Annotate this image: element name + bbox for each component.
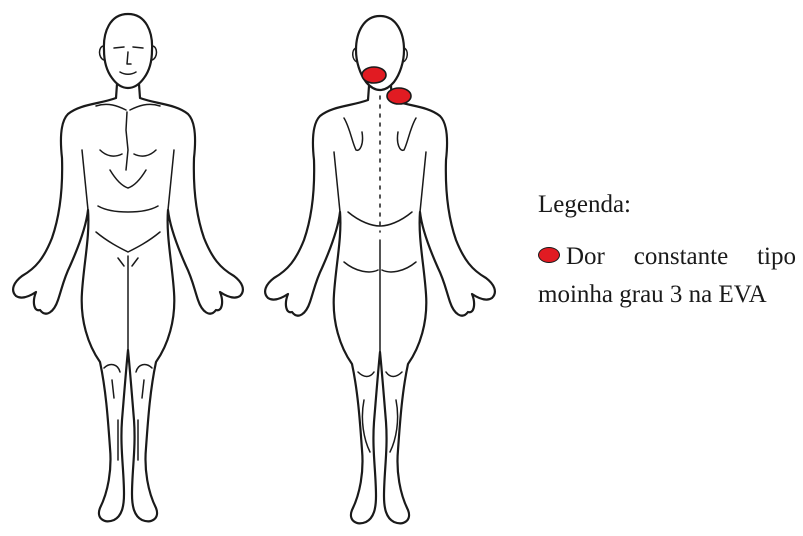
legend-item: Dor constante tipo moinha grau 3 na EVA — [538, 238, 796, 314]
back-inner-arm-right — [420, 152, 426, 212]
front-sternum — [126, 112, 128, 170]
red-oval-icon — [538, 247, 560, 263]
front-clavicles — [96, 104, 160, 110]
front-abdomen — [96, 206, 160, 252]
back-scapula-right — [397, 118, 416, 150]
back-calves — [362, 400, 397, 452]
front-knees — [104, 365, 152, 398]
human-body-back-icon — [252, 0, 517, 536]
legend: Legenda: Dor constante tipo moinha grau … — [538, 186, 796, 314]
pain-marker-neck-upper — [362, 67, 386, 83]
front-inner-arm-left — [82, 150, 88, 210]
human-body-front-icon — [0, 0, 265, 536]
front-ribcage — [110, 170, 146, 188]
back-buttocks — [344, 240, 416, 352]
back-scapula-left — [344, 118, 363, 150]
front-inner-arm-right — [168, 150, 174, 210]
back-knees — [358, 372, 402, 377]
front-head — [104, 14, 152, 88]
front-legs-divide — [118, 256, 138, 350]
pain-marker-neck-lower — [387, 88, 411, 104]
back-inner-arm-left — [334, 152, 340, 212]
legend-item-text: Dor constante tipo moinha grau 3 na EVA — [538, 243, 796, 308]
front-face — [114, 47, 143, 74]
legend-title: Legenda: — [538, 186, 796, 224]
